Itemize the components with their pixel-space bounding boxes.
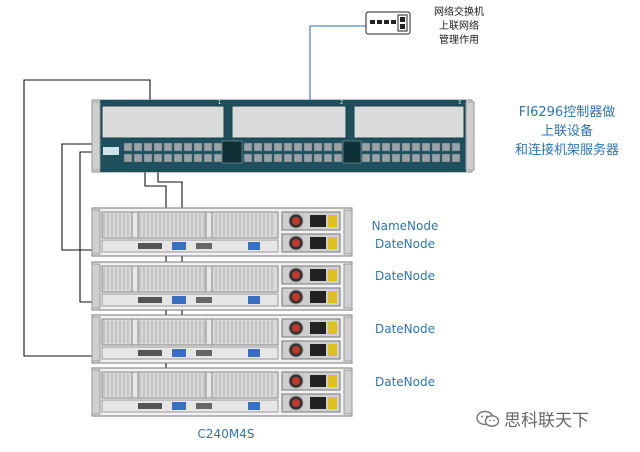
module-number-1: 1 bbox=[218, 100, 221, 106]
cable-server-4 bbox=[23, 79, 151, 357]
sfp-port bbox=[143, 153, 153, 163]
sfp-port bbox=[381, 142, 391, 152]
fi-port-array bbox=[123, 142, 461, 163]
sfp-port bbox=[361, 153, 371, 163]
sfp-port bbox=[163, 153, 173, 163]
sfp-port bbox=[213, 153, 223, 163]
switch-caption-line-3: 管理作用 bbox=[439, 35, 479, 46]
fi-caption-line-2: 上联设备 bbox=[540, 124, 593, 139]
server-1-role-2: DateNode bbox=[375, 237, 435, 251]
sfp-port bbox=[421, 153, 431, 163]
server-2-role-1: DateNode bbox=[375, 269, 435, 283]
watermark: 思科联天下 bbox=[476, 406, 589, 431]
sfp-port bbox=[123, 153, 133, 163]
sfp-port bbox=[323, 142, 333, 152]
sfp-port bbox=[133, 142, 143, 152]
fi-caption-line-1: FI6296控制器做 bbox=[518, 105, 616, 120]
sfp-port bbox=[431, 153, 441, 163]
sfp-port bbox=[193, 153, 203, 163]
sfp-port bbox=[451, 153, 461, 163]
sfp-port bbox=[183, 142, 193, 152]
sfp-port bbox=[273, 153, 283, 163]
sfp-port bbox=[401, 153, 411, 163]
sfp-port bbox=[381, 153, 391, 163]
switch-caption-line-1: 网络交换机 bbox=[434, 7, 484, 18]
sfp-port bbox=[253, 142, 263, 152]
fi-caption-line-3: 和连接机架服务器 bbox=[514, 143, 619, 158]
sfp-port bbox=[323, 153, 333, 163]
sfp-port bbox=[411, 153, 421, 163]
sfp-port bbox=[153, 153, 163, 163]
sfp-port bbox=[313, 153, 323, 163]
sfp-port bbox=[243, 142, 253, 152]
uplink-cable bbox=[309, 25, 366, 100]
sfp-port bbox=[263, 142, 273, 152]
server-stack bbox=[91, 207, 353, 417]
sfp-port bbox=[431, 142, 441, 152]
sfp-port bbox=[163, 142, 173, 152]
sfp-port bbox=[273, 142, 283, 152]
server-model-label: C240M4S bbox=[197, 427, 255, 441]
sfp-port bbox=[203, 153, 213, 163]
sfp-port bbox=[401, 142, 411, 152]
network-switch bbox=[365, 11, 411, 35]
sfp-port bbox=[451, 142, 461, 152]
server-1-role-1: NameNode bbox=[371, 219, 439, 233]
rack-server-4 bbox=[91, 367, 353, 417]
sfp-port bbox=[193, 142, 203, 152]
sfp-port bbox=[371, 142, 381, 152]
switch-caption-line-2: 上联网络 bbox=[439, 21, 479, 32]
sfp-port bbox=[333, 142, 343, 152]
sfp-port bbox=[243, 153, 253, 163]
module-number-2: 2 bbox=[340, 100, 343, 106]
module-number-3: 3 bbox=[458, 100, 461, 106]
fi-caption: FI6296控制器做 上联设备 和连接机架服务器 bbox=[492, 103, 640, 160]
sfp-port bbox=[303, 153, 313, 163]
wechat-icon bbox=[476, 410, 500, 427]
sfp-port bbox=[203, 142, 213, 152]
sfp-port bbox=[411, 142, 421, 152]
sfp-port bbox=[333, 153, 343, 163]
sfp-port bbox=[283, 142, 293, 152]
fabric-interconnect: 1 2 3 bbox=[91, 99, 475, 173]
sfp-port bbox=[313, 142, 323, 152]
sfp-port bbox=[143, 142, 153, 152]
sfp-port bbox=[441, 153, 451, 163]
switch-caption: 网络交换机 上联网络 管理作用 bbox=[418, 6, 500, 48]
sfp-port bbox=[361, 142, 371, 152]
server-4-role-1: DateNode bbox=[375, 375, 435, 389]
sfp-port bbox=[421, 142, 431, 152]
sfp-port bbox=[183, 153, 193, 163]
sfp-port bbox=[173, 142, 183, 152]
sfp-port bbox=[441, 142, 451, 152]
sfp-port bbox=[213, 142, 223, 152]
sfp-port bbox=[391, 153, 401, 163]
sfp-port bbox=[371, 153, 381, 163]
sfp-port bbox=[391, 142, 401, 152]
rack-server-3 bbox=[91, 314, 353, 364]
sfp-port bbox=[283, 153, 293, 163]
sfp-port bbox=[153, 142, 163, 152]
sfp-port bbox=[293, 153, 303, 163]
rack-server-2 bbox=[91, 261, 353, 311]
cisco-logo bbox=[103, 147, 119, 155]
sfp-port bbox=[133, 153, 143, 163]
sfp-port bbox=[263, 153, 273, 163]
sfp-port bbox=[303, 142, 313, 152]
sfp-port bbox=[253, 153, 263, 163]
rack-server-1 bbox=[91, 207, 353, 257]
server-3-role-1: DateNode bbox=[375, 322, 435, 336]
sfp-port bbox=[293, 142, 303, 152]
sfp-port bbox=[123, 142, 133, 152]
sfp-port bbox=[173, 153, 183, 163]
watermark-text: 思科联天下 bbox=[504, 411, 589, 431]
